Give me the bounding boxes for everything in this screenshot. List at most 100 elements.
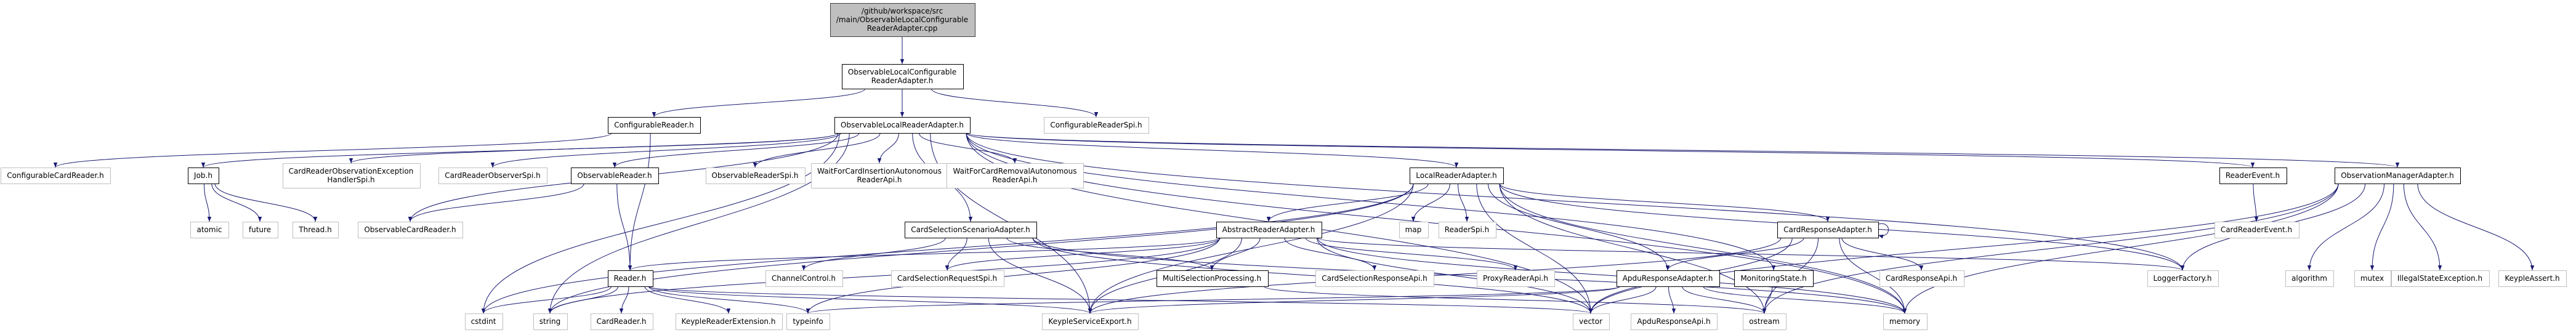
- edge-ara-h-to-csresp-api-h: [1284, 237, 1377, 271]
- node-wfcia-h: WaitForCardInsertionAutonomousReaderApi.…: [811, 163, 948, 188]
- node-msp-h[interactable]: MultiSelectionProcessing.h: [1157, 270, 1269, 287]
- node-label: ReaderAdapter.h: [871, 76, 933, 85]
- node-label: memory: [1889, 317, 1920, 326]
- node-label: /main/ObservableLocalConfigurable: [836, 15, 968, 24]
- node-label: Reader.h: [614, 274, 647, 283]
- edge-reader-h-to-typeinfo: [648, 286, 810, 314]
- node-mutex: mutex: [2354, 270, 2391, 287]
- node-label: ReaderEvent.h: [2226, 171, 2280, 180]
- edge-apdu-ra-h-to-vector: [1588, 286, 1657, 314]
- edge-cra-h-to-card-response-api-h: [1841, 237, 1924, 271]
- edge-olra-h-to-lra-h: [966, 132, 1458, 168]
- node-reader-h[interactable]: Reader.h: [608, 270, 653, 287]
- node-label: ReaderAdapter.cpp: [867, 24, 938, 33]
- node-label: HandlerSpi.h: [327, 176, 374, 184]
- node-label: ostream: [1749, 317, 1779, 326]
- node-cra-h[interactable]: CardResponseAdapter.h: [1777, 222, 1879, 238]
- node-box: [811, 163, 948, 188]
- node-configurable-card-reader-h: ConfigurableCardReader.h: [1, 168, 111, 184]
- node-box: [2391, 270, 2490, 287]
- node-lra-h[interactable]: LocalReaderAdapter.h: [1410, 168, 1504, 184]
- edge-cssa-h-to-kse-h: [988, 237, 1092, 314]
- node-box: [465, 313, 503, 330]
- node-box: [1157, 270, 1269, 287]
- edge-observable-reader-h-to-reader-h: [616, 183, 632, 271]
- node-label: KeypleAssert.h: [2505, 274, 2559, 283]
- node-job-h[interactable]: Job.h: [188, 168, 219, 184]
- node-box: [608, 270, 653, 287]
- edge-apdu-ra-h-to-apdu-response-api-h: [1668, 286, 1676, 314]
- edge-configurable-reader-h-to-reader-h: [628, 132, 651, 271]
- edge-reader-h-to-card-reader-h: [619, 286, 629, 314]
- edge-ara-h-to-logger-factory-h: [1317, 237, 2184, 271]
- node-label: vector: [1579, 317, 1602, 326]
- node-label: cstdint: [471, 317, 496, 326]
- node-cssa-h[interactable]: CardSelectionScenarioAdapter.h: [905, 222, 1037, 238]
- edge-apdu-ra-h-to-kse-h: [1088, 286, 1620, 314]
- node-box: [1315, 270, 1434, 287]
- edge-cra-h-to-apdu-ra-h: [1665, 237, 1804, 271]
- edge-olra-h-to-crolehs-h: [349, 132, 839, 164]
- node-channel-control-h: ChannelControl.h: [765, 270, 843, 287]
- node-vector: vector: [1573, 313, 1610, 330]
- node-olcra-h[interactable]: ObservableLocalConfigurableReaderAdapter…: [842, 64, 964, 89]
- node-monitoring-state-h[interactable]: MonitoringState.h: [1734, 270, 1814, 287]
- edge-reader-h-to-string: [547, 286, 618, 314]
- node-box: [1410, 168, 1504, 184]
- node-box: [1477, 270, 1555, 287]
- node-box: [1216, 222, 1322, 238]
- node-configurable-reader-h[interactable]: ConfigurableReader.h: [608, 117, 701, 134]
- node-typeinfo: typeinfo: [786, 313, 830, 330]
- edge-ara-h-to-csr-spi-h: [945, 237, 1221, 271]
- node-box: [765, 270, 843, 287]
- edge-job-h-to-future: [211, 183, 262, 222]
- edge-job-h-to-thread-h: [214, 183, 318, 222]
- node-box: [293, 222, 339, 238]
- node-label: Thread.h: [298, 225, 331, 234]
- node-box: [533, 313, 568, 330]
- node-oma-h[interactable]: ObservationManagerAdapter.h: [2335, 168, 2461, 184]
- edge-msp-h-to-ostream: [1264, 286, 1766, 314]
- edge-monitoring-state-h-to-ostream: [1762, 286, 1773, 314]
- node-label: CardResponseApi.h: [1886, 274, 1957, 283]
- node-ara-h[interactable]: AbstractReaderAdapter.h: [1216, 222, 1322, 238]
- edge-apdu-ra-h-to-typeinfo: [806, 286, 1620, 314]
- node-label: ConfigurableReaderSpi.h: [1050, 121, 1142, 129]
- node-box: [676, 313, 783, 330]
- node-olra-h[interactable]: ObservableLocalReaderAdapter.h: [834, 117, 971, 134]
- node-label: string: [539, 317, 560, 326]
- node-box: [891, 270, 1004, 287]
- node-label: ReaderSpi.h: [1445, 225, 1489, 234]
- node-box: [1439, 222, 1496, 238]
- node-box: [1617, 270, 1720, 287]
- node-label: ObservableReader.h: [577, 171, 652, 180]
- edge-ara-h-to-proxy-reader-api-h: [1305, 237, 1518, 271]
- node-apdu-ra-h[interactable]: ApduResponseAdapter.h: [1617, 270, 1720, 287]
- node-card-reader-h: CardReader.h: [591, 313, 653, 330]
- node-reader-event-h[interactable]: ReaderEvent.h: [2219, 168, 2287, 184]
- node-kre-h: KeypleReaderExtension.h: [676, 313, 783, 330]
- edge-cra-h-to-memory: [1839, 237, 1907, 314]
- node-box: [2219, 168, 2287, 184]
- edge-cra-h-to-kse-h: [1088, 237, 1782, 314]
- node-root[interactable]: /github/workspace/src/main/ObservableLoc…: [830, 3, 975, 37]
- node-label: ConfigurableCardReader.h: [7, 171, 104, 180]
- node-label: KeypleReaderExtension.h: [682, 317, 776, 326]
- node-observable-reader-h[interactable]: ObservableReader.h: [571, 168, 659, 184]
- node-box: [2335, 168, 2461, 184]
- node-apdu-response-api-h: ApduResponseApi.h: [1631, 313, 1718, 330]
- edge-oma-h-to-ostream: [1762, 183, 2339, 314]
- edge-ara-h-to-msp-h: [1209, 237, 1261, 271]
- node-label: LoggerFactory.h: [2154, 274, 2212, 283]
- node-label: MultiSelectionProcessing.h: [1163, 274, 1261, 283]
- node-label: ObservableReaderSpi.h: [712, 171, 799, 180]
- node-label: ChannelControl.h: [772, 274, 836, 283]
- edge-cssa-h-to-channel-control-h: [801, 237, 946, 271]
- edge-cra-h-to-cra-h: [1878, 223, 1889, 239]
- node-label: WaitForCardRemovalAutonomous: [953, 167, 1076, 176]
- node-box: [1883, 313, 1928, 330]
- edge-lra-h-to-ara-h: [1266, 183, 1429, 222]
- edge-oma-h-to-ise-h: [2403, 183, 2442, 271]
- edge-olra-h-to-observable-reader-h: [612, 132, 860, 168]
